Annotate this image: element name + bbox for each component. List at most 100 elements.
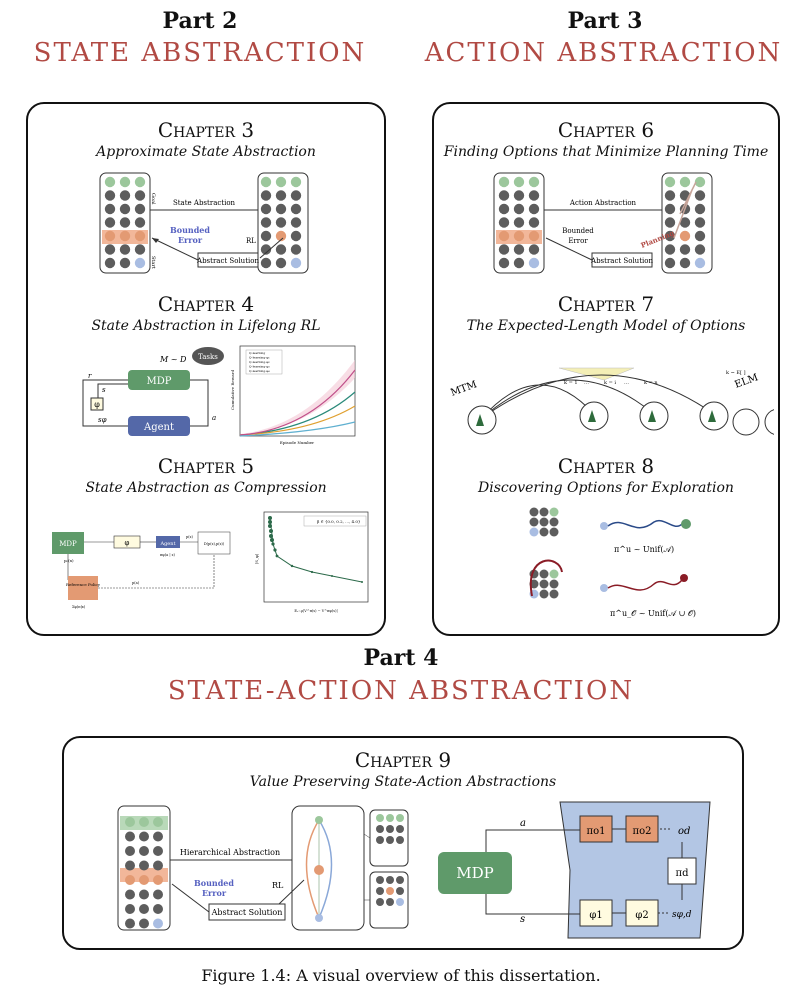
grid-node [260, 176, 272, 188]
legend4-item: Q-learning [249, 351, 265, 355]
c5-x-axis-label: Eₛ∼ρ|V^π(s) − V^πφ(s)| [294, 609, 337, 613]
action-abstraction-label: Action Abstraction [569, 199, 637, 207]
mdp-label-c4: MDP [147, 376, 172, 387]
chapter6-heading: Chapter 6 [557, 118, 655, 142]
part3-panel: Chapter 6 Finding Options that Minimize … [432, 102, 780, 636]
grid-node [134, 190, 146, 201]
grid-node [275, 257, 287, 269]
grid-node [119, 230, 131, 242]
a-label-c9: a [520, 818, 526, 829]
legend4-item: Q-learning-φ₁ [249, 356, 270, 360]
grid-node [549, 507, 559, 517]
grid-node [498, 230, 510, 242]
grid-node [376, 814, 384, 822]
grid-node [549, 569, 559, 579]
grid-node [498, 217, 510, 228]
part2-title: STATE ABSTRACTION [33, 38, 367, 68]
grid-node [396, 876, 404, 884]
hierarchical-abstraction-label: Hierarchical Abstraction [180, 848, 280, 857]
chapter3-heading: Chapter 3 [157, 118, 255, 142]
grid-node [539, 527, 549, 537]
grid-node [664, 230, 676, 242]
grid-node [498, 190, 510, 201]
agent-label-c5: Agent [160, 541, 176, 547]
q-z-label: πφ(a | z) [160, 553, 175, 557]
dots-1: … [584, 380, 589, 386]
rl-label-c9: RL [272, 881, 284, 890]
grid-node [290, 244, 302, 255]
pi-d-label: πd [676, 868, 690, 879]
grid-node [376, 876, 384, 884]
pi-o1-label: πo1 [587, 826, 606, 837]
grid-node [119, 190, 131, 201]
s-phi-d-label: sφ,d [672, 910, 692, 920]
grid-node [134, 244, 146, 255]
grid-node [528, 190, 540, 201]
dots-2: … [624, 380, 629, 386]
chapter4-plot: Q-learning Q-learning-φ₁ Q-learning-φ₂ Q… [230, 345, 356, 445]
part4-title: STATE-ACTION ABSTRACTION [167, 676, 635, 706]
grid-node [679, 176, 691, 188]
grid-node [513, 244, 525, 255]
grid-node [498, 257, 510, 269]
chapter9-title: Value Preserving State-Action Abstractio… [249, 774, 557, 790]
part4-panel: Chapter 9 Value Preserving State-Action … [62, 736, 744, 950]
chapter5-heading: Chapter 5 [157, 454, 255, 478]
grid-node [539, 589, 549, 599]
chapter6-diagram: Action Abstraction Bounded Error Abstrac… [493, 172, 713, 274]
grid-node [664, 244, 676, 255]
scene-circle [732, 408, 760, 436]
grid-node [119, 176, 131, 188]
chapter8-heading: Chapter 8 [557, 454, 655, 478]
grid-node [139, 904, 149, 914]
grid-node [529, 527, 539, 537]
grid-node [528, 257, 540, 269]
chapter8-diagram: π^u ~ Unif(𝒜) π^u_𝒪 ~ Unif(𝒜 ∪ 𝒪) [529, 507, 696, 618]
abstract-solution-label-c6: Abstract Solution [590, 257, 653, 265]
grid-node [386, 814, 394, 822]
grid-node [549, 527, 559, 537]
grid-node [694, 257, 706, 269]
grid-node [139, 875, 149, 885]
grid-node [498, 203, 510, 215]
episode-axis-label: Episode Number [280, 440, 314, 445]
grid-node [376, 825, 384, 833]
grid-node [664, 176, 676, 188]
legend4-item: Q-learning-φ₃ [249, 365, 270, 369]
grid-node [529, 517, 539, 527]
legend4-item: Q-learning-φ₂ [249, 360, 270, 364]
chapter9-left-diagram: Hierarchical Abstraction Bounded Error R… [117, 805, 409, 931]
grid-node [664, 217, 676, 228]
grid-node [275, 190, 287, 201]
grid-node [498, 176, 510, 188]
grid-node [139, 831, 149, 842]
grid-node [125, 817, 135, 827]
grid-node [664, 257, 676, 269]
grid-node [139, 846, 149, 856]
grid-node [290, 217, 302, 228]
grid-node [529, 507, 539, 517]
grid-node [260, 190, 272, 201]
chapter4-heading: Chapter 4 [157, 292, 255, 316]
chapter7-title: The Expected-Length Model of Options [466, 318, 746, 334]
grid-node [134, 230, 146, 242]
grid-node [134, 217, 146, 228]
a-label: a [212, 414, 216, 422]
pi-o2-label: πo2 [633, 826, 652, 837]
grid-node [125, 904, 135, 914]
grid-node [139, 889, 149, 900]
grid-node [153, 875, 163, 885]
rl-label: RL [246, 237, 256, 245]
tree-shape [708, 410, 716, 422]
grid-node [528, 217, 540, 228]
chapter4-title: State Abstraction in Lifelong RL [91, 318, 321, 334]
part2-number: Part 2 [162, 8, 238, 34]
grid-node [694, 203, 706, 215]
part3-title: ACTION ABSTRACTION [424, 38, 783, 68]
grid-node [260, 217, 272, 228]
mdp-label-c5: MDP [59, 540, 77, 548]
grid-node [290, 203, 302, 215]
r-label: r [88, 372, 92, 380]
chapter7-diagram: MTM k = 1 … k = i … k = n ELM k ~ E[ ] [449, 367, 774, 436]
grid-node [139, 817, 149, 827]
